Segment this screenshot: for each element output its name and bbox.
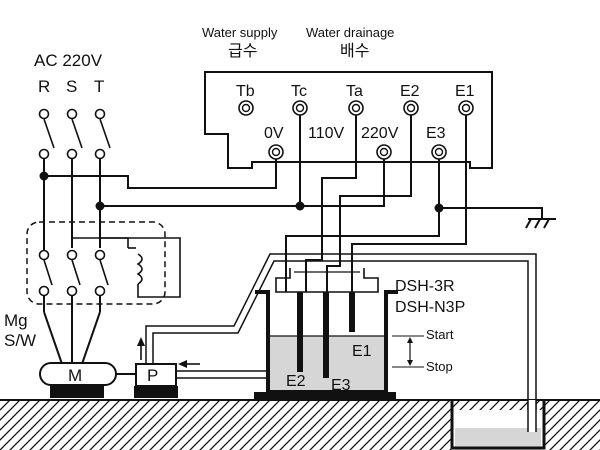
- power-title: AC 220V: [34, 51, 103, 70]
- terminal-labels-top: Tb Tc Ta E2 E1: [236, 83, 475, 100]
- earth-wiring: [438, 159, 543, 219]
- arrow-up-icon: [137, 337, 145, 360]
- stop-label: Stop: [426, 359, 453, 374]
- terminal-label-tb: Tb: [236, 83, 255, 100]
- water-supply-label: Water supply: [202, 25, 278, 40]
- drain-pit: [450, 400, 546, 450]
- electrode-label-e1: E1: [352, 343, 372, 360]
- terminal-tb: [238, 100, 254, 116]
- supply-pipe: [145, 253, 537, 430]
- electrode-wires: [285, 115, 467, 292]
- terminal-220v: [376, 144, 392, 160]
- model-label-line1: DSH-3R: [395, 278, 455, 295]
- model-label-line2: DSH-N3P: [395, 299, 465, 316]
- terminal-e3: [431, 144, 447, 160]
- arrow-left-icon: [178, 360, 200, 368]
- terminal-ta: [348, 100, 364, 116]
- pump: [134, 363, 178, 398]
- phase-label-s: S: [66, 77, 77, 96]
- terminal-label-e2: E2: [400, 83, 420, 100]
- motor-feed-wires: [43, 296, 101, 365]
- terminal-labels-bottom: 0V 110V 220V E3: [264, 125, 446, 142]
- terminal-label-tc: Tc: [291, 83, 307, 100]
- terminal-e2: [403, 100, 419, 116]
- earth-ground-icon: [525, 218, 556, 229]
- junction-dot: [295, 201, 305, 211]
- mg-sw-label-line2: S/W: [4, 331, 36, 350]
- terminal-0v: [268, 144, 284, 160]
- mg-sw-label-line1: Mg: [4, 311, 28, 330]
- pump-label: P: [147, 366, 158, 385]
- start-label: Start: [426, 327, 454, 342]
- terminal-label-220v: 220V: [361, 125, 399, 142]
- terminal-label-110v: 110V: [308, 125, 345, 142]
- electrode-rods: [297, 292, 355, 378]
- suction-pipe: [176, 370, 268, 379]
- electrode-label-e2: E2: [286, 373, 306, 390]
- electrode-label-e3: E3: [331, 377, 351, 394]
- phase-label-r: R: [38, 77, 50, 96]
- terminal-label-0v: 0V: [264, 125, 284, 142]
- water-drainage-ko-label: 배수: [340, 41, 369, 60]
- terminal-e1: [458, 100, 474, 116]
- main-breaker: [38, 108, 111, 160]
- magnetic-switch: [26, 221, 181, 305]
- water-supply-ko-label: 급수: [228, 41, 257, 60]
- terminal-label-ta: Ta: [346, 83, 363, 100]
- junction-dot: [39, 171, 49, 181]
- motor-label: M: [68, 366, 82, 385]
- controller-box: [204, 71, 493, 169]
- motor: [39, 362, 136, 398]
- terminal-label-e1: E1: [455, 83, 475, 100]
- phase-label-t: T: [94, 77, 104, 96]
- water-drainage-label: Water drainage: [306, 25, 394, 40]
- junction-dot: [95, 201, 105, 211]
- level-indicator: [392, 335, 424, 368]
- terminal-tc: [292, 100, 308, 116]
- terminal-label-e3: E3: [426, 125, 446, 142]
